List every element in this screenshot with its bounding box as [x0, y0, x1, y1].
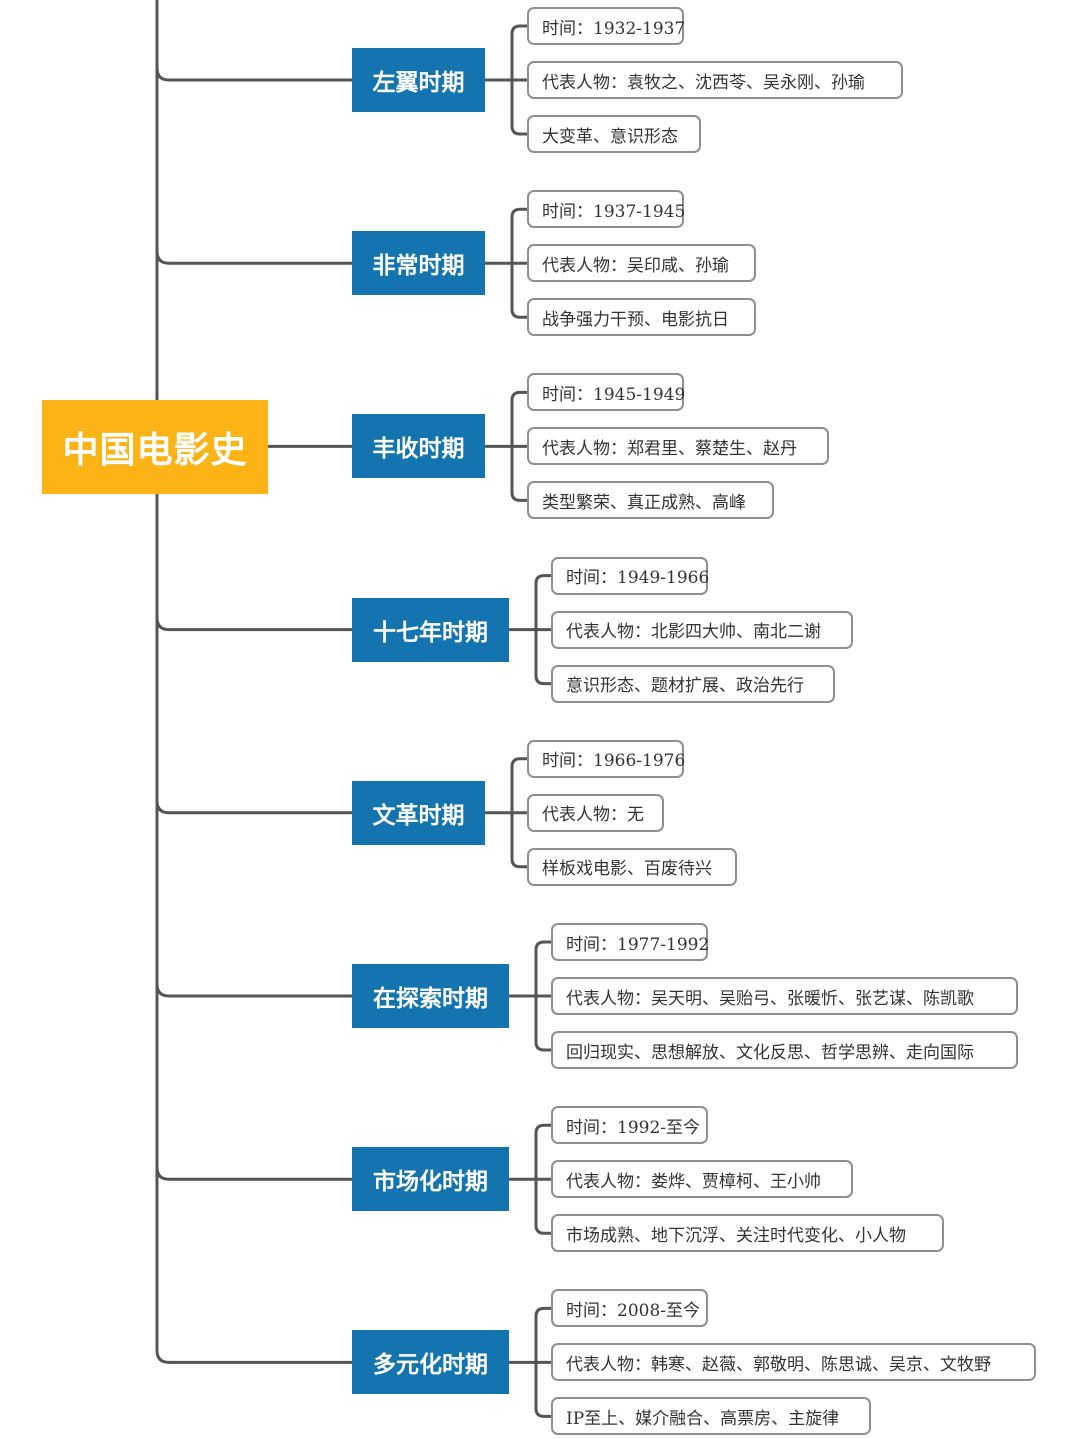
leaf-bracket — [510, 207, 527, 319]
period-node: 文革时期 — [352, 780, 485, 845]
root-node: 中国电影史 — [42, 400, 268, 494]
branch-line — [155, 983, 352, 998]
leaf-node: 时间：1932-1937 — [527, 7, 685, 45]
leaf-node: 意识形态、题材扩展、政治先行 — [551, 664, 835, 703]
period-node: 多元化时期 — [352, 1330, 509, 1395]
leaf-bracket — [510, 390, 527, 502]
period-node: 市场化时期 — [352, 1147, 509, 1212]
branch-line — [155, 67, 352, 82]
leaf-node: 样板戏电影、百废待兴 — [527, 847, 737, 886]
leaf-node: 代表人物：娄烨、贾樟柯、王小帅 — [551, 1160, 853, 1199]
leaf-node: 时间：1977-1992 — [551, 923, 709, 961]
leaf-node: 大变革、意识形态 — [527, 115, 701, 153]
leaf-node: 代表人物：郑君里、蔡楚生、赵丹 — [527, 427, 829, 466]
period-node: 非常时期 — [352, 231, 485, 296]
leaf-node: 时间：1966-1976 — [527, 739, 685, 778]
leaf-node: 时间：2008-至今 — [551, 1289, 708, 1328]
branch-line — [155, 1167, 352, 1181]
period-node: 十七年时期 — [352, 597, 509, 662]
branch-line — [155, 617, 352, 632]
branch-line — [155, 1350, 352, 1364]
leaf-node: 回归现实、思想解放、文化反思、哲学思辨、走向国际 — [551, 1031, 1018, 1069]
leaf-node: 时间：1992-至今 — [551, 1106, 708, 1145]
leaf-node: 战争强力干预、电影抗日 — [527, 298, 756, 337]
leaf-bracket — [510, 757, 527, 869]
period-node: 左翼时期 — [352, 48, 485, 112]
leaf-node: 时间：1937-1945 — [527, 190, 685, 229]
leaf-bracket — [534, 574, 551, 686]
period-node: 丰收时期 — [352, 414, 485, 479]
branch-line — [155, 800, 352, 815]
leaf-node: 代表人物：韩寒、赵薇、郭敬明、陈思诚、吴京、文牧野 — [551, 1343, 1036, 1382]
leaf-bracket — [534, 1306, 551, 1418]
leaf-node: 时间：1949-1966 — [551, 556, 709, 595]
leaf-node: 代表人物：吴天明、吴贻弓、张暖忻、张艺谋、陈凯歌 — [551, 977, 1018, 1015]
leaf-node: 市场成熟、地下沉浮、关注时代变化、小人物 — [551, 1214, 944, 1253]
leaf-node: 代表人物：无 — [527, 793, 664, 832]
leaf-node: 代表人物：北影四大帅、南北二谢 — [551, 610, 853, 649]
leaf-node: 代表人物：袁牧之、沈西苓、吴永刚、孙瑜 — [527, 61, 903, 99]
leaf-node: 时间：1945-1949 — [527, 373, 685, 412]
leaf-node: 类型繁荣、真正成熟、高峰 — [527, 481, 774, 520]
leaf-node: 代表人物：吴印咸、孙瑜 — [527, 244, 756, 283]
leaf-node: IP至上、媒介融合、高票房、主旋律 — [551, 1397, 871, 1436]
leaf-bracket — [534, 940, 551, 1052]
leaf-bracket — [534, 1123, 551, 1235]
leaf-bracket — [510, 24, 527, 136]
period-node: 在探索时期 — [352, 964, 509, 1028]
branch-line — [155, 251, 352, 265]
